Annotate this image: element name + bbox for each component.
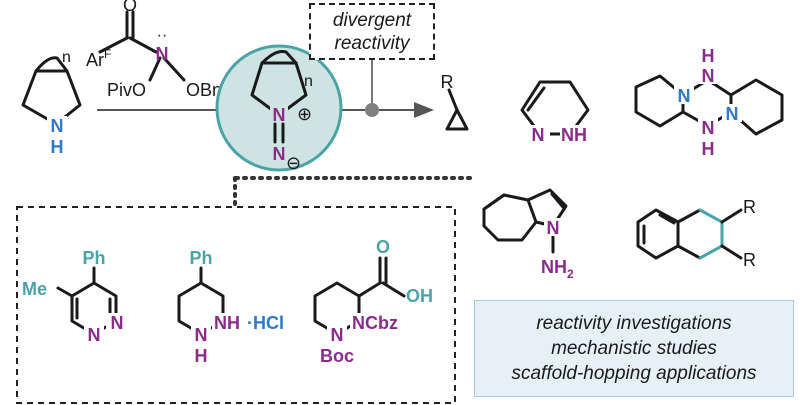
piperidine-ph: Ph <box>189 248 212 268</box>
pyridazine-n-bottom: N <box>88 325 101 345</box>
summary-reactivity: reactivity investigations <box>536 313 732 334</box>
piperidine-nh: NH <box>214 313 240 333</box>
obn-group: OBn <box>186 80 222 100</box>
derivatives-box <box>16 206 456 404</box>
boc-group: Boc <box>320 346 354 366</box>
intermediate-n-minus: N <box>273 144 286 164</box>
pyridazine-nh: NH <box>561 125 587 145</box>
pyridazine-me: Me <box>22 279 47 299</box>
pyrrolidine-n: N <box>51 116 64 136</box>
indole-n: N <box>547 218 560 238</box>
pyrrolidine-h: H <box>51 137 64 157</box>
piperidine-hcl: ·HCl <box>247 313 284 333</box>
indole-nh2: NH2 <box>541 257 574 281</box>
applications-summary: reactivity investigations mechanistic st… <box>474 300 794 397</box>
aminoindole-product: N NH2 <box>482 188 574 281</box>
ring-size-label: n <box>62 49 71 66</box>
arf-label: ArF <box>86 47 111 70</box>
tetrazine-n-top: N <box>702 66 715 86</box>
tetrazine-n-left: N <box>678 86 691 106</box>
tricyclic-dimer-product: H N N N H N <box>634 46 784 159</box>
tetralin-r-top: R <box>743 197 756 217</box>
tetrahydropyridazine-product: N NH <box>520 80 596 145</box>
amide-nitrogen: N <box>156 44 169 64</box>
summary-scaffold: scaffold-hopping applications <box>511 363 757 384</box>
anomeric-amide-reagent: O ArF N ·· PivO OBn <box>86 0 222 100</box>
cyclopropane-product: R <box>441 72 469 131</box>
isodiazene-intermediate: N ⊕ N ⊖ n <box>215 44 343 173</box>
tetrazine-n-right: N <box>726 104 739 124</box>
carboxyl-oh: OH <box>406 286 433 306</box>
tetrazine-n-bottom: N <box>702 118 715 138</box>
cyclopropane-r: R <box>441 72 454 92</box>
carboxyl-o: O <box>376 237 390 257</box>
divergent-line-2: reactivity <box>334 32 410 54</box>
amino-ncbz: NCbz <box>352 313 398 333</box>
opiv-group: PivO <box>107 80 146 100</box>
piperidine-hcl-product: Ph NH ·HCl N H <box>177 248 284 366</box>
tetrazine-h-top: H <box>702 46 715 66</box>
intermediate-ring-size: n <box>304 73 313 90</box>
pyridazine-n1: N <box>532 125 545 145</box>
divergent-line-1: divergent <box>332 9 412 31</box>
branch-point <box>365 103 379 117</box>
tetralin-product: R R <box>636 197 756 270</box>
carbonyl-oxygen: O <box>123 0 137 15</box>
lone-pair: ·· <box>157 27 168 44</box>
amino-acid-product: O OH NCbz N Boc <box>313 237 433 366</box>
piperidine-h-bottom: H <box>195 346 208 366</box>
positive-charge: ⊕ <box>297 104 312 124</box>
negative-charge: ⊖ <box>286 153 301 173</box>
pyrrolidine-structure: N H n <box>21 49 82 157</box>
tetrazine-h-bottom: H <box>702 139 715 159</box>
amino-n-boc: N <box>331 325 344 345</box>
intermediate-n-plus: N <box>273 105 286 125</box>
dotted-connector <box>233 176 472 207</box>
piperidine-n-bottom: N <box>195 325 208 345</box>
summary-mechanistic: mechanistic studies <box>551 338 717 359</box>
pyridazine-ph: Ph <box>82 248 105 268</box>
pyridazine-product: Ph Me N N <box>22 248 126 345</box>
pyridazine-n-right: N <box>111 313 124 333</box>
tetralin-r-bottom: R <box>743 250 756 270</box>
divergent-reactivity-label: divergent reactivity <box>309 3 435 60</box>
